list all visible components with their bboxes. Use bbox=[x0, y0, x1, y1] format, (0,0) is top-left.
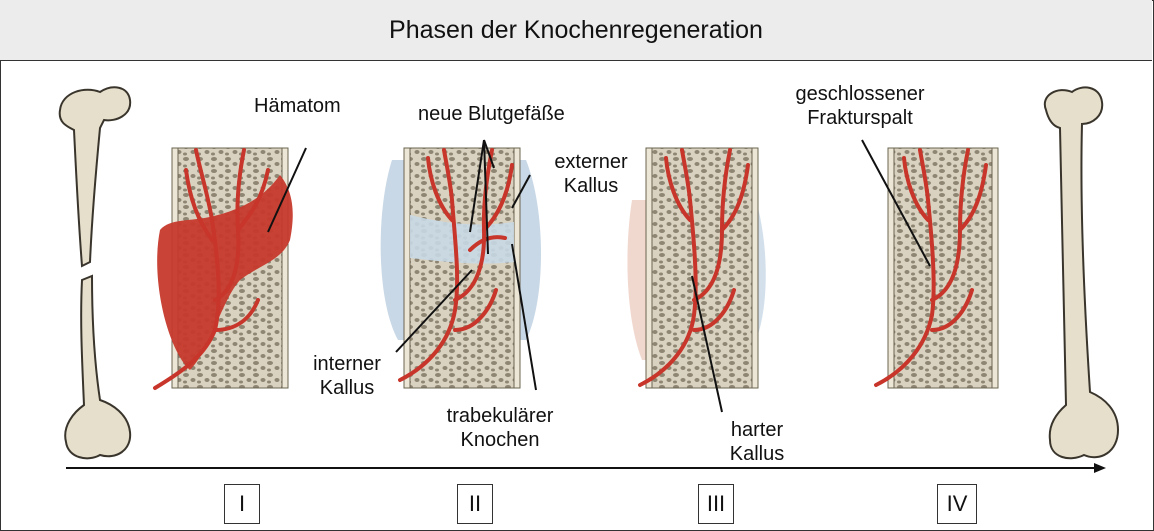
label-neue-blutgefaesse: neue Blutgefäße bbox=[418, 102, 565, 126]
label-haematom: Hämatom bbox=[254, 94, 341, 118]
label-interner-kallus: interner Kallus bbox=[304, 352, 390, 400]
phase-3-illustration bbox=[627, 148, 765, 388]
label-interner-kallus-line1: interner bbox=[304, 352, 390, 376]
label-externer-kallus-line2: Kallus bbox=[548, 174, 634, 198]
phase-4-illustration bbox=[876, 148, 998, 388]
label-harter-kallus-line1: harter bbox=[722, 418, 792, 442]
phase-box-4: IV bbox=[937, 484, 977, 524]
label-trabekulaerer-line2: Knochen bbox=[438, 428, 562, 452]
phase-box-1: I bbox=[224, 484, 260, 524]
label-trabekulaerer-knochen: trabekulärer Knochen bbox=[438, 404, 562, 452]
label-externer-kallus: externer Kallus bbox=[548, 150, 634, 198]
label-externer-kallus-line1: externer bbox=[548, 150, 634, 174]
label-geschlossener-frakturspalt: geschlossener Frakturspalt bbox=[786, 82, 934, 130]
femur-healed bbox=[1045, 87, 1118, 458]
phase-1-illustration bbox=[155, 148, 293, 388]
label-trabekulaerer-line1: trabekulärer bbox=[438, 404, 562, 428]
label-interner-kallus-line2: Kallus bbox=[304, 376, 390, 400]
femur-broken bbox=[60, 87, 130, 458]
label-geschlossener-line1: geschlossener bbox=[786, 82, 934, 106]
phase-box-3: III bbox=[698, 484, 734, 524]
label-geschlossener-line2: Frakturspalt bbox=[786, 106, 934, 130]
time-arrow bbox=[66, 463, 1106, 473]
phase-box-2: II bbox=[457, 484, 493, 524]
label-harter-kallus-line2: Kallus bbox=[722, 442, 792, 466]
label-harter-kallus: harter Kallus bbox=[722, 418, 792, 466]
